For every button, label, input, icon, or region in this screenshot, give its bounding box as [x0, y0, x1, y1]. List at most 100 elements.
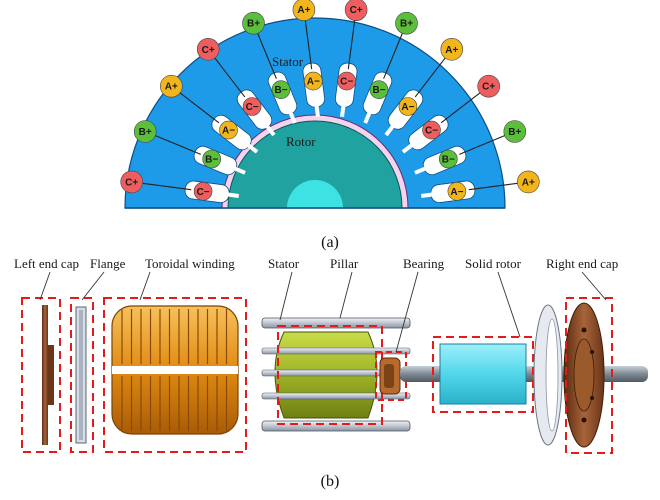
outer-coil-label: B+ — [247, 19, 260, 30]
inner-coil-label: A− — [222, 126, 235, 137]
label-pillar: Pillar — [330, 256, 359, 271]
inner-coil-marker — [438, 149, 458, 169]
outer-coil-label: A+ — [445, 45, 458, 56]
coil-connector — [154, 134, 201, 155]
label-solid-rotor: Solid rotor — [465, 256, 522, 271]
outer-coil-label: A+ — [522, 177, 535, 188]
inner-coil-marker — [193, 182, 213, 201]
slot-neck — [233, 166, 246, 175]
left-end-cap-box — [21, 297, 61, 453]
right-flange-disc — [533, 304, 563, 446]
right-end-cap-box — [565, 297, 613, 454]
outer-coil-label: B+ — [400, 19, 413, 30]
caption-a: (a) — [321, 234, 339, 251]
slot-neck — [414, 166, 427, 175]
inner-coil-label: A− — [307, 77, 320, 88]
label-flange: Flange — [90, 256, 126, 271]
outer-coil-label: B+ — [508, 127, 521, 138]
coil-connector — [213, 56, 246, 98]
outer-coil-marker — [516, 170, 540, 194]
outer-coil-label: A+ — [165, 82, 178, 93]
coil-connector — [440, 91, 482, 124]
slot-neck — [246, 143, 259, 154]
label-stator: Stator — [268, 256, 300, 271]
inner-coil-label: B− — [205, 155, 218, 166]
slot-neck — [420, 192, 434, 198]
slot-neck — [288, 111, 297, 124]
inner-coil-label: C− — [340, 77, 353, 88]
panel-a-cross-section: C− C+ B− B+ A− A+ C− C+ B− B+ A− A+ C− C+ B− B+ A− A+ C− C+… — [120, 0, 540, 251]
inner-coil-marker — [271, 80, 291, 99]
outer-coil-marker — [292, 0, 316, 21]
pillar-mid-1 — [261, 347, 411, 355]
right-end-cap — [563, 297, 613, 454]
coil-connector — [383, 32, 404, 79]
outer-coil-label: C+ — [125, 177, 138, 188]
outer-coil-marker — [120, 170, 143, 194]
coil-connector — [468, 182, 519, 191]
rotor-core — [287, 180, 343, 208]
inner-coil-label: B− — [442, 155, 455, 166]
inner-coil-label: B− — [372, 85, 385, 96]
outer-coil-marker — [133, 120, 157, 143]
inner-coil-label: B− — [274, 85, 287, 96]
pillar-mid-3 — [261, 392, 411, 400]
outer-coil-label: B+ — [139, 127, 152, 138]
outer-coil-marker — [242, 11, 265, 35]
label-toroidal-winding: Toroidal winding — [145, 256, 235, 271]
slot-neck — [401, 143, 414, 154]
slot-neck — [265, 124, 276, 137]
coil-connector — [256, 32, 277, 79]
outer-coil-marker — [477, 74, 501, 98]
slot-neck — [226, 192, 240, 198]
solid-rotor — [432, 336, 534, 413]
stator-assembly — [261, 317, 411, 432]
panel-b-exploded-view: Left end cap Flange Toroidal winding Sta… — [14, 256, 648, 490]
coil-connector — [347, 19, 356, 70]
label-left-end-cap: Left end cap — [14, 256, 79, 271]
outer-coil-label: C+ — [350, 5, 363, 16]
inner-coil-marker — [422, 120, 441, 140]
pillar-bottom — [261, 420, 411, 432]
flange — [70, 297, 94, 453]
toroidal-winding-box — [103, 297, 247, 453]
inner-coil-marker — [303, 71, 323, 91]
outer-coil-marker — [344, 0, 368, 21]
outer-coil-marker — [160, 74, 183, 98]
slot-neck — [314, 104, 320, 118]
inner-coil-label: C− — [246, 102, 259, 113]
coil-connector — [459, 134, 506, 155]
inner-coil-label: C− — [425, 126, 438, 137]
toroidal-winding — [103, 297, 247, 453]
inner-coil-marker — [337, 71, 357, 91]
label-right-end-cap: Right end cap — [546, 256, 618, 271]
coil-connector — [141, 182, 192, 191]
inner-coil-label: A− — [401, 102, 414, 113]
slot-neck — [363, 111, 372, 124]
outer-coil-marker — [395, 11, 418, 35]
outer-coil-label: C+ — [482, 82, 495, 93]
outer-coil-label: A+ — [297, 5, 310, 16]
coil-connector — [304, 19, 313, 70]
solid-rotor-box — [432, 336, 534, 413]
inner-coil-marker — [447, 182, 467, 201]
slot-neck — [384, 124, 395, 137]
coil-labels: C− C+ B− B+ A− A+ C− C+ B− B+ A− A+ C− C+ B− B+ A− A+ C− C+… — [120, 0, 540, 201]
stator-label: Stator — [272, 54, 304, 69]
flange-box — [70, 297, 94, 453]
inner-coil-label: A− — [450, 187, 463, 198]
label-bearing: Bearing — [403, 256, 445, 271]
inner-coil-marker — [219, 120, 238, 140]
inner-coil-marker — [202, 149, 221, 169]
outer-coil-label: C+ — [202, 45, 215, 56]
outer-coil-marker — [503, 120, 527, 143]
inner-coil-label: C− — [197, 187, 210, 198]
slot-neck — [340, 104, 346, 118]
winding-turns — [121, 309, 228, 431]
inner-coil-marker — [242, 97, 262, 116]
coil-connector — [178, 91, 220, 124]
leader-lines — [39, 271, 607, 353]
caption-b: (b) — [321, 473, 340, 490]
rotor-label: Rotor — [286, 134, 316, 149]
